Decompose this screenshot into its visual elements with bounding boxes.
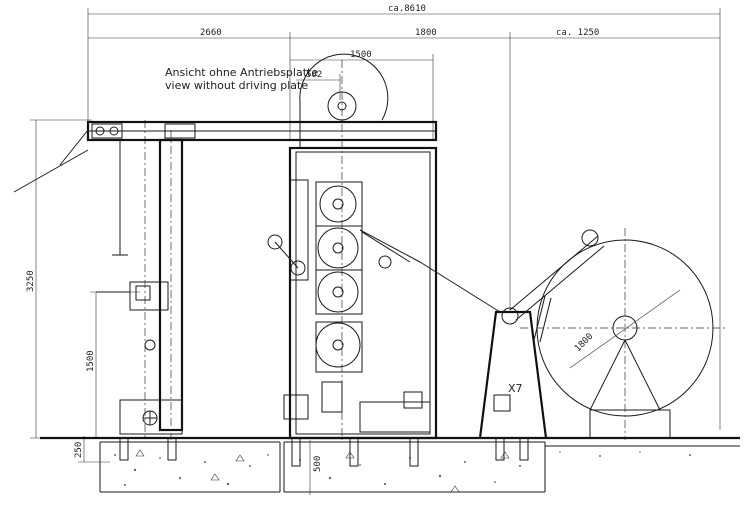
- dimension-lines-top: [87, 8, 721, 430]
- dim-overall: ca.8610: [388, 4, 426, 14]
- dim-foundation: 500: [313, 456, 323, 472]
- foundation-triangles: [135, 449, 510, 493]
- dim-roll-diameter: 1800: [573, 332, 595, 354]
- unwind-stand: [478, 229, 605, 439]
- dim-frame-width: 1500: [350, 50, 372, 60]
- floor: [40, 436, 740, 493]
- note-english: view without driving plate: [165, 79, 308, 92]
- part-id-label: X7: [508, 382, 523, 395]
- top-beam: [13, 120, 438, 256]
- dim-floor-depth: 250: [74, 442, 84, 458]
- foundation-pattern: [114, 451, 691, 486]
- note-german: Ansicht ohne Antriebsplatte: [165, 66, 318, 79]
- crane-column: [96, 120, 184, 440]
- roll-stack: [315, 181, 363, 373]
- dim-height-lower: 1500: [86, 350, 96, 372]
- side-lever: [267, 179, 411, 281]
- dim-height-total: 3250: [26, 270, 36, 292]
- dim-offset: 502: [306, 70, 322, 80]
- web-path: [359, 229, 501, 313]
- anchor-posts: [119, 437, 529, 467]
- main-frame: [283, 60, 438, 440]
- dim-middle-span: 1800: [415, 28, 437, 38]
- parent-roll: [520, 228, 725, 440]
- dim-left-span: 2660: [200, 28, 222, 38]
- dim-right-span: ca. 1250: [556, 28, 599, 38]
- upper-guide-roll: [299, 53, 389, 148]
